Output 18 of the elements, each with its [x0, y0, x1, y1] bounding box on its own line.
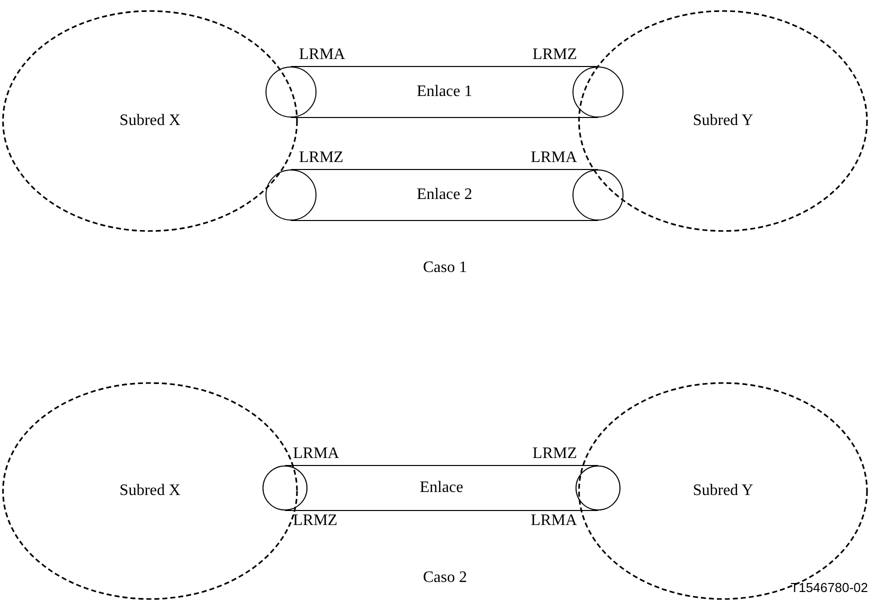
- case-caption: Caso 1: [422, 259, 468, 277]
- endpoint-label: LRMZ: [299, 149, 344, 167]
- subnetwork-label: Subred X: [118, 482, 182, 500]
- endpoint-label: LRMA: [530, 512, 577, 530]
- endpoint-label: LRMA: [299, 46, 346, 64]
- subnetwork-label: Subred X: [118, 112, 182, 130]
- subnetwork-label: Subred Y: [692, 112, 754, 130]
- endpoint-label: LRMZ: [293, 512, 338, 530]
- subnetwork-label: Subred Y: [692, 482, 754, 500]
- endpoint-label: LRMA: [293, 445, 340, 463]
- endpoint-label: LRMZ: [532, 46, 577, 64]
- link-label: Enlace 2: [416, 186, 474, 204]
- endpoint-label: LRMZ: [532, 445, 577, 463]
- link-label: Enlace 1: [416, 83, 474, 101]
- link-label: Enlace: [418, 479, 464, 497]
- figure-number: T1546780-02: [790, 579, 868, 597]
- endpoint-label: LRMA: [530, 149, 577, 167]
- case-caption: Caso 2: [422, 569, 468, 587]
